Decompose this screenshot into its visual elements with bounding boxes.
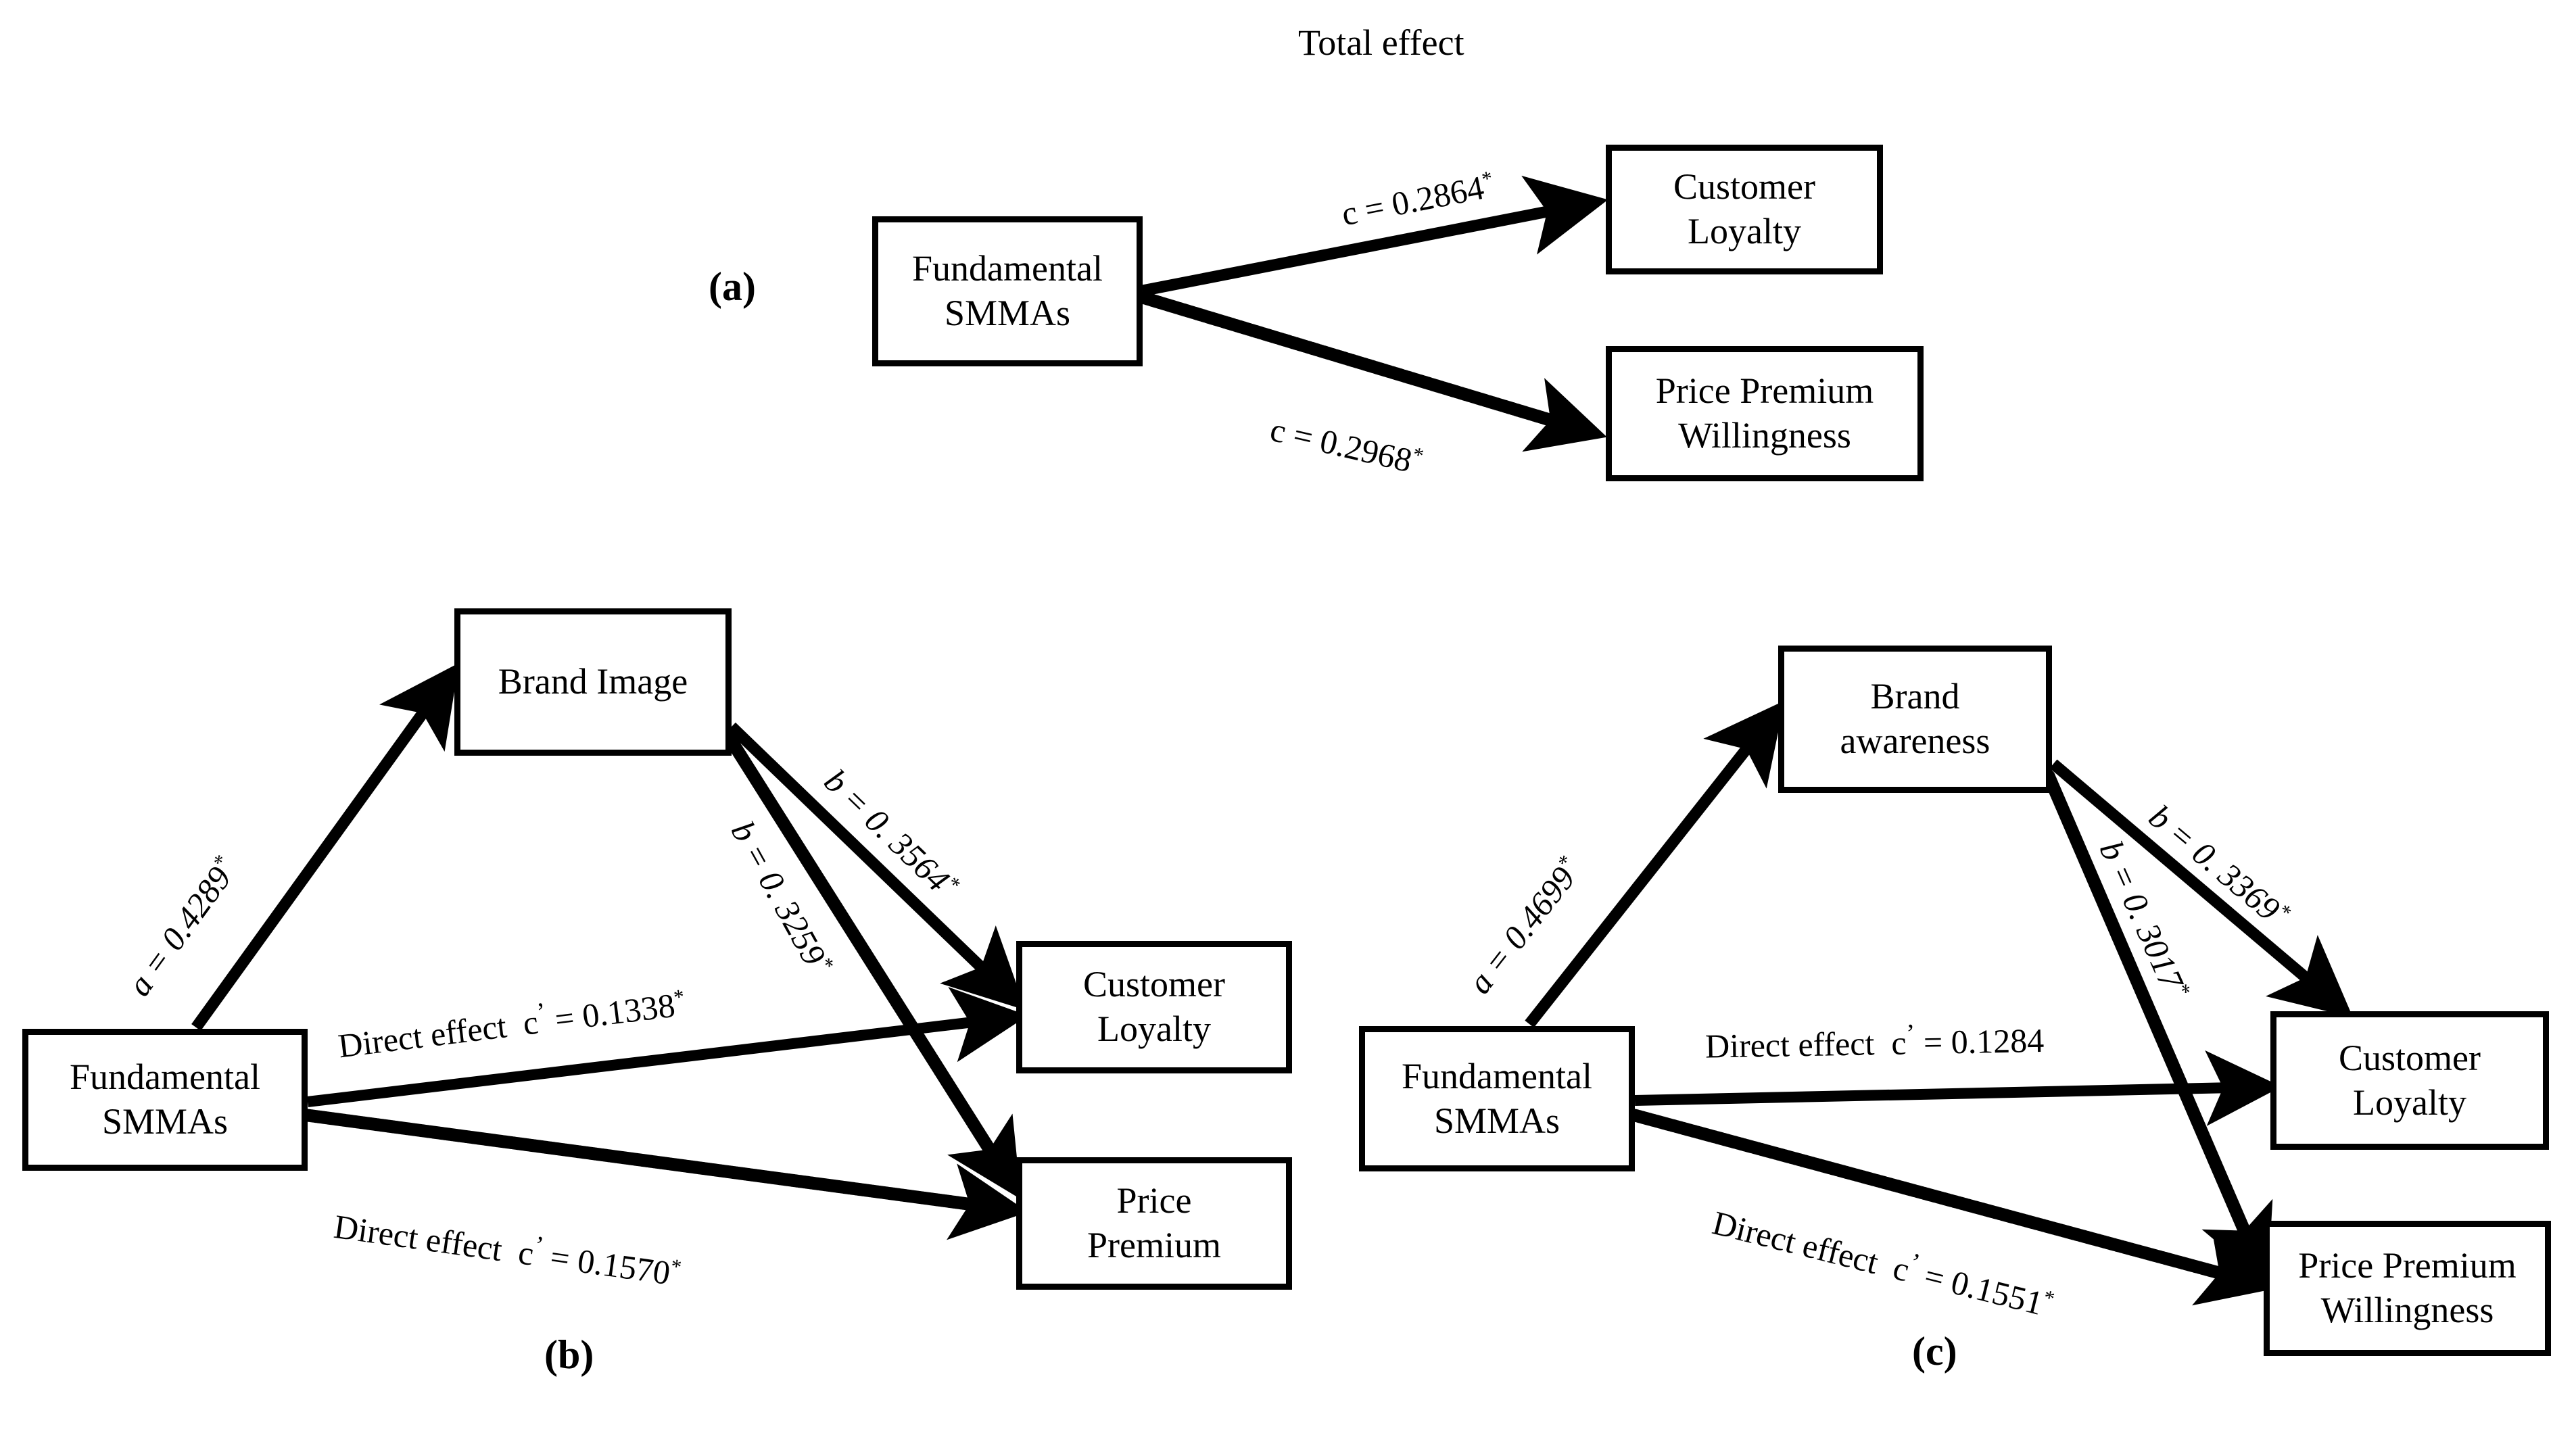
edge-label-a-c1: c = 0.2864* xyxy=(1338,166,1495,233)
edge-c-b-loyalty xyxy=(2049,759,2354,1018)
edge-label-c-a: a = 0.4699* xyxy=(1460,850,1583,1001)
node-label: Fundamental SMMAs xyxy=(1402,1055,1592,1141)
edge-label-c-b2: b = 0. 3017* xyxy=(2092,835,2196,999)
edge-label-b-direct-loyalty: Direct effect c’ = 0.1338* xyxy=(335,984,686,1065)
edge-label-c-direct-pricepremium: Direct effect c’ = 0.1551* xyxy=(1709,1203,2057,1322)
panel-label-c: (c) xyxy=(1912,1329,1957,1374)
edge-b-direct-pricepremium xyxy=(301,1109,1028,1240)
node-c-customer-loyalty: Customer Loyalty xyxy=(2270,1011,2549,1150)
node-b-brand-image: Brand Image xyxy=(454,608,732,756)
edge-label-b-a: a = 0.4289* xyxy=(120,850,239,1003)
node-label: Brand Image xyxy=(498,661,688,702)
edge-label-b-direct-pricepremium: Direct effect c’ = 0.1570* xyxy=(331,1207,684,1292)
edge-b-a-brandimage xyxy=(191,662,459,1031)
node-c-fundamental-smmas: Fundamental SMMAs xyxy=(1359,1026,1635,1171)
edge-label-c-direct-loyalty: Direct effect c’ = 0.1284 xyxy=(1704,1019,2045,1065)
node-b-price-premium: Price Premium xyxy=(1016,1157,1292,1290)
edge-c-direct-loyalty xyxy=(1634,1050,2282,1126)
panel-label-a: (a) xyxy=(709,264,756,309)
edge-label-b-b2: b = 0. 3259* xyxy=(723,815,839,974)
node-c-brand-awareness: Brand awareness xyxy=(1778,646,2052,793)
node-c-price-premium-willingness: Price Premium Willingness xyxy=(2264,1221,2551,1356)
node-b-fundamental-smmas: Fundamental SMMAs xyxy=(22,1029,308,1171)
node-label: Fundamental SMMAs xyxy=(70,1057,260,1142)
node-label: Customer Loyalty xyxy=(1083,964,1225,1049)
node-b-customer-loyalty: Customer Loyalty xyxy=(1016,941,1292,1073)
figure-title: Total effect xyxy=(1298,22,1464,63)
node-label: Price Premium Willingness xyxy=(1655,370,1874,456)
node-label: Price Premium xyxy=(1087,1180,1221,1265)
edge-label-b-b1: b = 0. 3564* xyxy=(817,761,965,899)
node-a-customer-loyalty: Customer Loyalty xyxy=(1606,145,1883,274)
node-a-price-premium-willingness: Price Premium Willingness xyxy=(1606,346,1924,481)
node-label: Customer Loyalty xyxy=(1673,166,1815,251)
node-a-fundamental-smmas: Fundamental SMMAs xyxy=(872,216,1143,366)
edge-a-total-pricepremium xyxy=(1136,291,1607,452)
node-label: Customer Loyalty xyxy=(2339,1037,2481,1123)
panel-label-b: (b) xyxy=(544,1332,594,1377)
node-label: Price Premium Willingness xyxy=(2298,1245,2517,1330)
node-label: Fundamental SMMAs xyxy=(912,248,1103,333)
node-label: Brand awareness xyxy=(1840,676,1990,761)
edge-label-a-c2: c = 0.2968* xyxy=(1266,410,1426,480)
edge-label-c-b1: b = 0. 3369* xyxy=(2142,797,2296,928)
